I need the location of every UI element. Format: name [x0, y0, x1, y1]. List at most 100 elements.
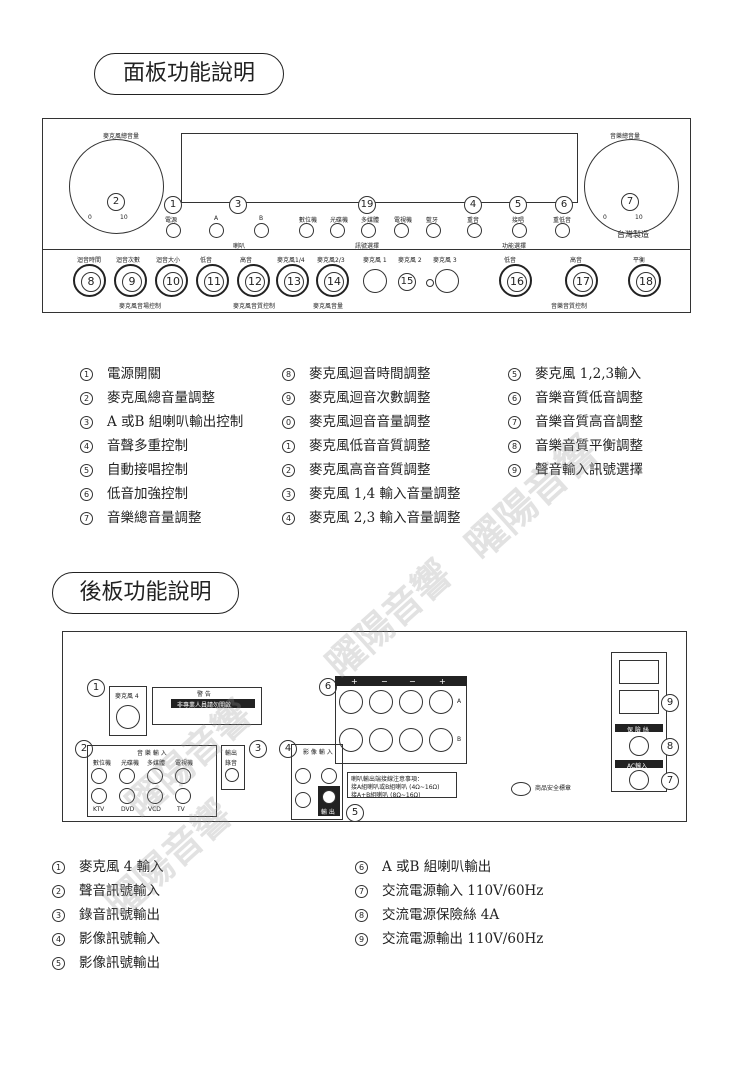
callout-12: 12	[245, 272, 265, 292]
plus-2: +	[439, 677, 446, 686]
minus-1: −	[381, 677, 388, 686]
input-select-group-label: 訊號選擇	[355, 243, 380, 250]
item-text: 麥克風高音音質調整	[309, 462, 431, 478]
item-number-marker: 7	[80, 512, 93, 525]
speaker-b-button[interactable]	[254, 223, 269, 238]
item-number-marker: 4	[52, 933, 65, 946]
music-balance-knob[interactable]: 18	[628, 264, 661, 297]
callout-10: 10	[163, 272, 183, 292]
rca-3a[interactable]	[147, 768, 163, 784]
item-text: 交流電源保險絲 4A	[382, 907, 500, 923]
rec-jack-l[interactable]	[225, 768, 239, 782]
item-number-marker: 2	[52, 885, 65, 898]
front-list-item: 1 電源開關	[80, 362, 243, 386]
multi-button[interactable]	[361, 223, 376, 238]
item-number-marker: 1	[282, 440, 295, 453]
mic1-jack[interactable]	[363, 269, 387, 293]
auto-button[interactable]	[512, 223, 527, 238]
music-master-volume-knob	[584, 139, 679, 234]
bt-button[interactable]	[426, 223, 441, 238]
rec-label: 錄音	[225, 760, 238, 767]
fuse-holder[interactable]	[629, 736, 649, 756]
ac-in-bar	[615, 760, 663, 768]
video-in-jack-2[interactable]	[321, 768, 337, 784]
panel-divider	[43, 249, 690, 250]
item-text: 錄音訊號輸出	[79, 907, 160, 923]
mic-treble-knob[interactable]: 12	[237, 264, 270, 297]
power-button[interactable]	[166, 223, 181, 238]
rca-1b[interactable]	[91, 788, 107, 804]
music-treble-knob[interactable]: 17	[565, 264, 598, 297]
dvd-button[interactable]	[299, 223, 314, 238]
speaker-note-1: 喇叭輸出端接線注意事項：	[351, 776, 424, 783]
spk-b2[interactable]	[369, 728, 393, 752]
item-text: 麥克風低音音質調整	[309, 438, 431, 454]
mic-14-volume-knob[interactable]: 13	[276, 264, 309, 297]
rca-2a[interactable]	[119, 768, 135, 784]
video-in-jack-1[interactable]	[295, 768, 311, 784]
spk-a4[interactable]	[429, 690, 453, 714]
echo-repeat-button[interactable]	[467, 223, 482, 238]
speaker-b-label: B	[259, 215, 264, 222]
item-text: 音樂音質高音調整	[535, 414, 643, 430]
warning-bar	[171, 699, 255, 708]
callout-7: 7	[621, 193, 639, 211]
speaker-terminal-bar	[335, 676, 467, 686]
spk-b3[interactable]	[399, 728, 423, 752]
bass-boost-button[interactable]	[555, 223, 570, 238]
mic-23-volume-knob[interactable]: 14	[316, 264, 349, 297]
spk-b4[interactable]	[429, 728, 453, 752]
spk-b1[interactable]	[339, 728, 363, 752]
spk-a1[interactable]	[339, 690, 363, 714]
rca-4b[interactable]	[175, 788, 191, 804]
front-section-title: 面板功能說明	[94, 53, 284, 95]
mic-bass-knob[interactable]: 11	[196, 264, 229, 297]
rca-3b[interactable]	[147, 788, 163, 804]
scale-max: 10	[120, 214, 128, 221]
mic4-jack[interactable]	[116, 705, 140, 729]
item-number-marker: 5	[52, 957, 65, 970]
echo-level-knob[interactable]: 10	[155, 264, 188, 297]
spk-a3[interactable]	[399, 690, 423, 714]
callout-15: 15	[398, 273, 416, 291]
rca-1a[interactable]	[91, 768, 107, 784]
rca-2b[interactable]	[119, 788, 135, 804]
item-number-marker: 3	[282, 488, 295, 501]
mic3-jack[interactable]	[435, 269, 459, 293]
rca-4a[interactable]	[175, 768, 191, 784]
scale-min: 0	[88, 214, 92, 221]
music-bass-knob[interactable]: 16	[499, 264, 532, 297]
speaker-note-box	[347, 772, 457, 798]
tv-button[interactable]	[394, 223, 409, 238]
callout-16: 16	[507, 272, 527, 292]
ac-panel-box	[611, 652, 667, 792]
echo-time-knob[interactable]: 8	[73, 264, 106, 297]
callout-r2: 2	[75, 740, 93, 758]
ac-inlet[interactable]	[629, 770, 649, 790]
item-text: 音樂音質平衡調整	[535, 438, 643, 454]
echo-repeat-knob[interactable]: 9	[114, 264, 147, 297]
ac-outlet-1	[619, 660, 659, 684]
item-text: 麥克風 2,3 輸入音量調整	[309, 510, 461, 526]
spk-a2[interactable]	[369, 690, 393, 714]
video-in-jack-3[interactable]	[295, 792, 311, 808]
video-out-jack[interactable]	[322, 790, 336, 804]
ac-outlet-2	[619, 690, 659, 714]
item-text: 自動接唱控制	[107, 462, 188, 478]
item-number-marker: 9	[282, 392, 295, 405]
item-number-marker: 0	[282, 416, 295, 429]
item-number-marker: 6	[80, 488, 93, 501]
music-input-box	[87, 745, 217, 817]
item-number-marker: 1	[80, 368, 93, 381]
speaker-a-button[interactable]	[209, 223, 224, 238]
mic2-jack[interactable]	[426, 279, 434, 287]
k14-label: 麥克風2/3	[317, 257, 345, 264]
cd-button[interactable]	[330, 223, 345, 238]
item-text: 電源開關	[107, 366, 161, 382]
